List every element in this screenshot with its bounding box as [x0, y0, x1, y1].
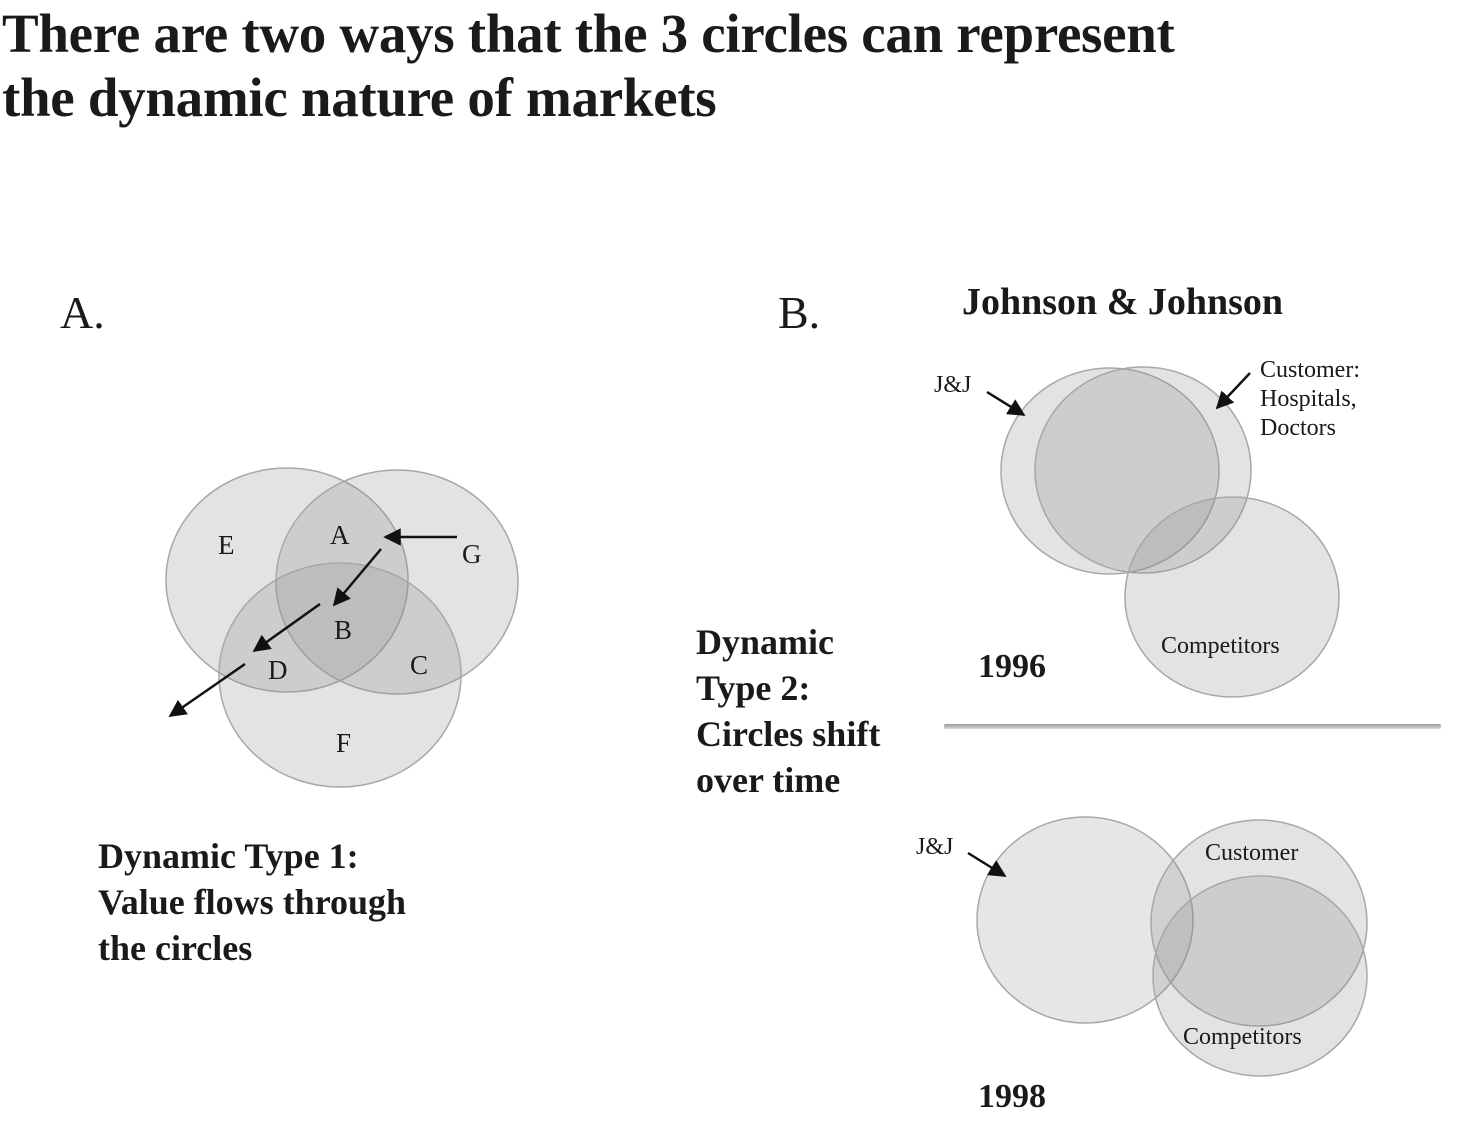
circle-label-c: C [410, 650, 429, 680]
circle-label-b: B [334, 615, 353, 645]
panel-b-heading: Johnson & Johnson [962, 281, 1284, 323]
caption-type-2-line-2: Type 2: [696, 668, 811, 708]
customer-label-1996-line-3: Doctors [1260, 415, 1336, 441]
circle-label-e: E [218, 530, 235, 560]
circle-label-a: A [330, 520, 350, 550]
arrow-jj-1998 [967, 851, 1007, 878]
caption-type-1-line-2: Value flows through [98, 882, 407, 922]
customer-label-1998: Customer [1205, 840, 1299, 866]
competitors-label-1998: Competitors [1183, 1024, 1302, 1050]
arrow-d-out [168, 662, 246, 718]
circle-g [275, 469, 519, 695]
caption-type-1-line-3: the circles [98, 928, 253, 968]
arrow-a-to-b [332, 548, 382, 607]
caption-type-1-line-1: Dynamic Type 1: [98, 836, 359, 876]
circle-jj-1996 [1000, 367, 1220, 575]
year-1996: 1996 [978, 648, 1046, 685]
caption-type-2-line-4: over time [696, 760, 841, 800]
customer-label-1996-line-2: Hospitals, [1260, 386, 1357, 412]
slide-title: There are two ways that the 3 circles ca… [2, 2, 1442, 130]
panel-b-letter: B. [778, 287, 821, 338]
customer-label-1996: Customer: Hospitals, Doctors [1260, 356, 1360, 443]
divider-line [944, 724, 1441, 729]
circle-jj-1998 [976, 816, 1194, 1024]
venn-1996 [986, 366, 1340, 698]
arrow-jj-1996 [986, 390, 1026, 417]
circle-competitors-1996 [1124, 496, 1340, 698]
title-line-1: There are two ways that the 3 circles ca… [2, 3, 1175, 64]
customer-label-1996-line-1: Customer: [1260, 357, 1360, 383]
circle-label-d: D [268, 655, 288, 685]
caption-type-1: Dynamic Type 1: Value flows through the … [98, 833, 406, 971]
circle-label-f: F [336, 728, 352, 758]
year-1998: 1998 [978, 1078, 1046, 1115]
arrow-customer-1996 [1215, 372, 1251, 410]
caption-type-2-line-1: Dynamic [696, 622, 834, 662]
competitors-label-1996: Competitors [1161, 633, 1280, 659]
title-line-2: the dynamic nature of markets [2, 67, 717, 128]
circle-customer-1996 [1034, 366, 1252, 574]
caption-type-2-line-3: Circles shift [696, 714, 881, 754]
caption-type-2: Dynamic Type 2: Circles shift over time [696, 619, 880, 803]
venn-1998 [967, 816, 1368, 1077]
venn-a [165, 467, 519, 788]
jj-label-1996: J&J [934, 372, 972, 398]
arrow-b-to-d [252, 602, 321, 653]
circle-customer-1998 [1150, 819, 1368, 1027]
circle-label-g: G [462, 539, 482, 569]
circle-f [218, 562, 462, 788]
jj-label-1998: J&J [916, 834, 954, 860]
panel-a-letter: A. [60, 287, 105, 338]
circle-competitors-1998 [1152, 875, 1368, 1077]
